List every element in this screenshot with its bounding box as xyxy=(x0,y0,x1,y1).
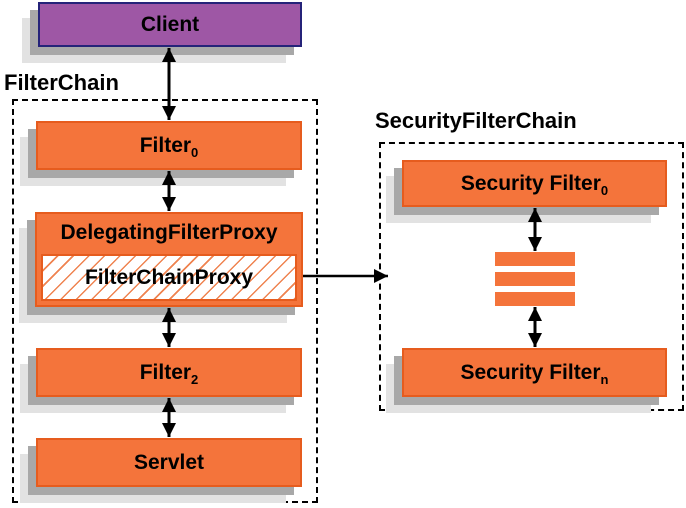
security-filtern-box: Security Filtern xyxy=(402,348,667,397)
security-filter-ellipsis-bar xyxy=(495,292,575,306)
filter0-box: Filter0 xyxy=(36,121,302,170)
security-filter-ellipsis-bar xyxy=(495,272,575,286)
filter0-label: Filter0 xyxy=(139,133,199,160)
filter-chain-proxy-label: FilterChainProxy xyxy=(84,265,254,289)
delegating-filter-proxy-box: DelegatingFilterProxy FilterChainProxy xyxy=(35,212,303,307)
client-label: Client xyxy=(140,12,200,36)
servlet-box: Servlet xyxy=(36,438,302,487)
filter2-label: Filter2 xyxy=(139,360,199,387)
security-filter0-box: Security Filter0 xyxy=(402,160,667,207)
client-box: Client xyxy=(38,2,302,47)
delegating-filter-proxy-label: DelegatingFilterProxy xyxy=(60,221,278,244)
filterchain-title: FilterChain xyxy=(4,70,119,95)
filter2-box: Filter2 xyxy=(36,348,302,397)
security-filter-ellipsis-bar xyxy=(495,252,575,266)
securityfilterchain-title: SecurityFilterChain xyxy=(375,108,577,133)
security-filter0-label: Security Filter0 xyxy=(460,171,609,198)
servlet-label: Servlet xyxy=(133,450,205,474)
security-filtern-label: Security Filtern xyxy=(460,360,609,387)
filter-chain-proxy-box: FilterChainProxy xyxy=(41,254,297,301)
